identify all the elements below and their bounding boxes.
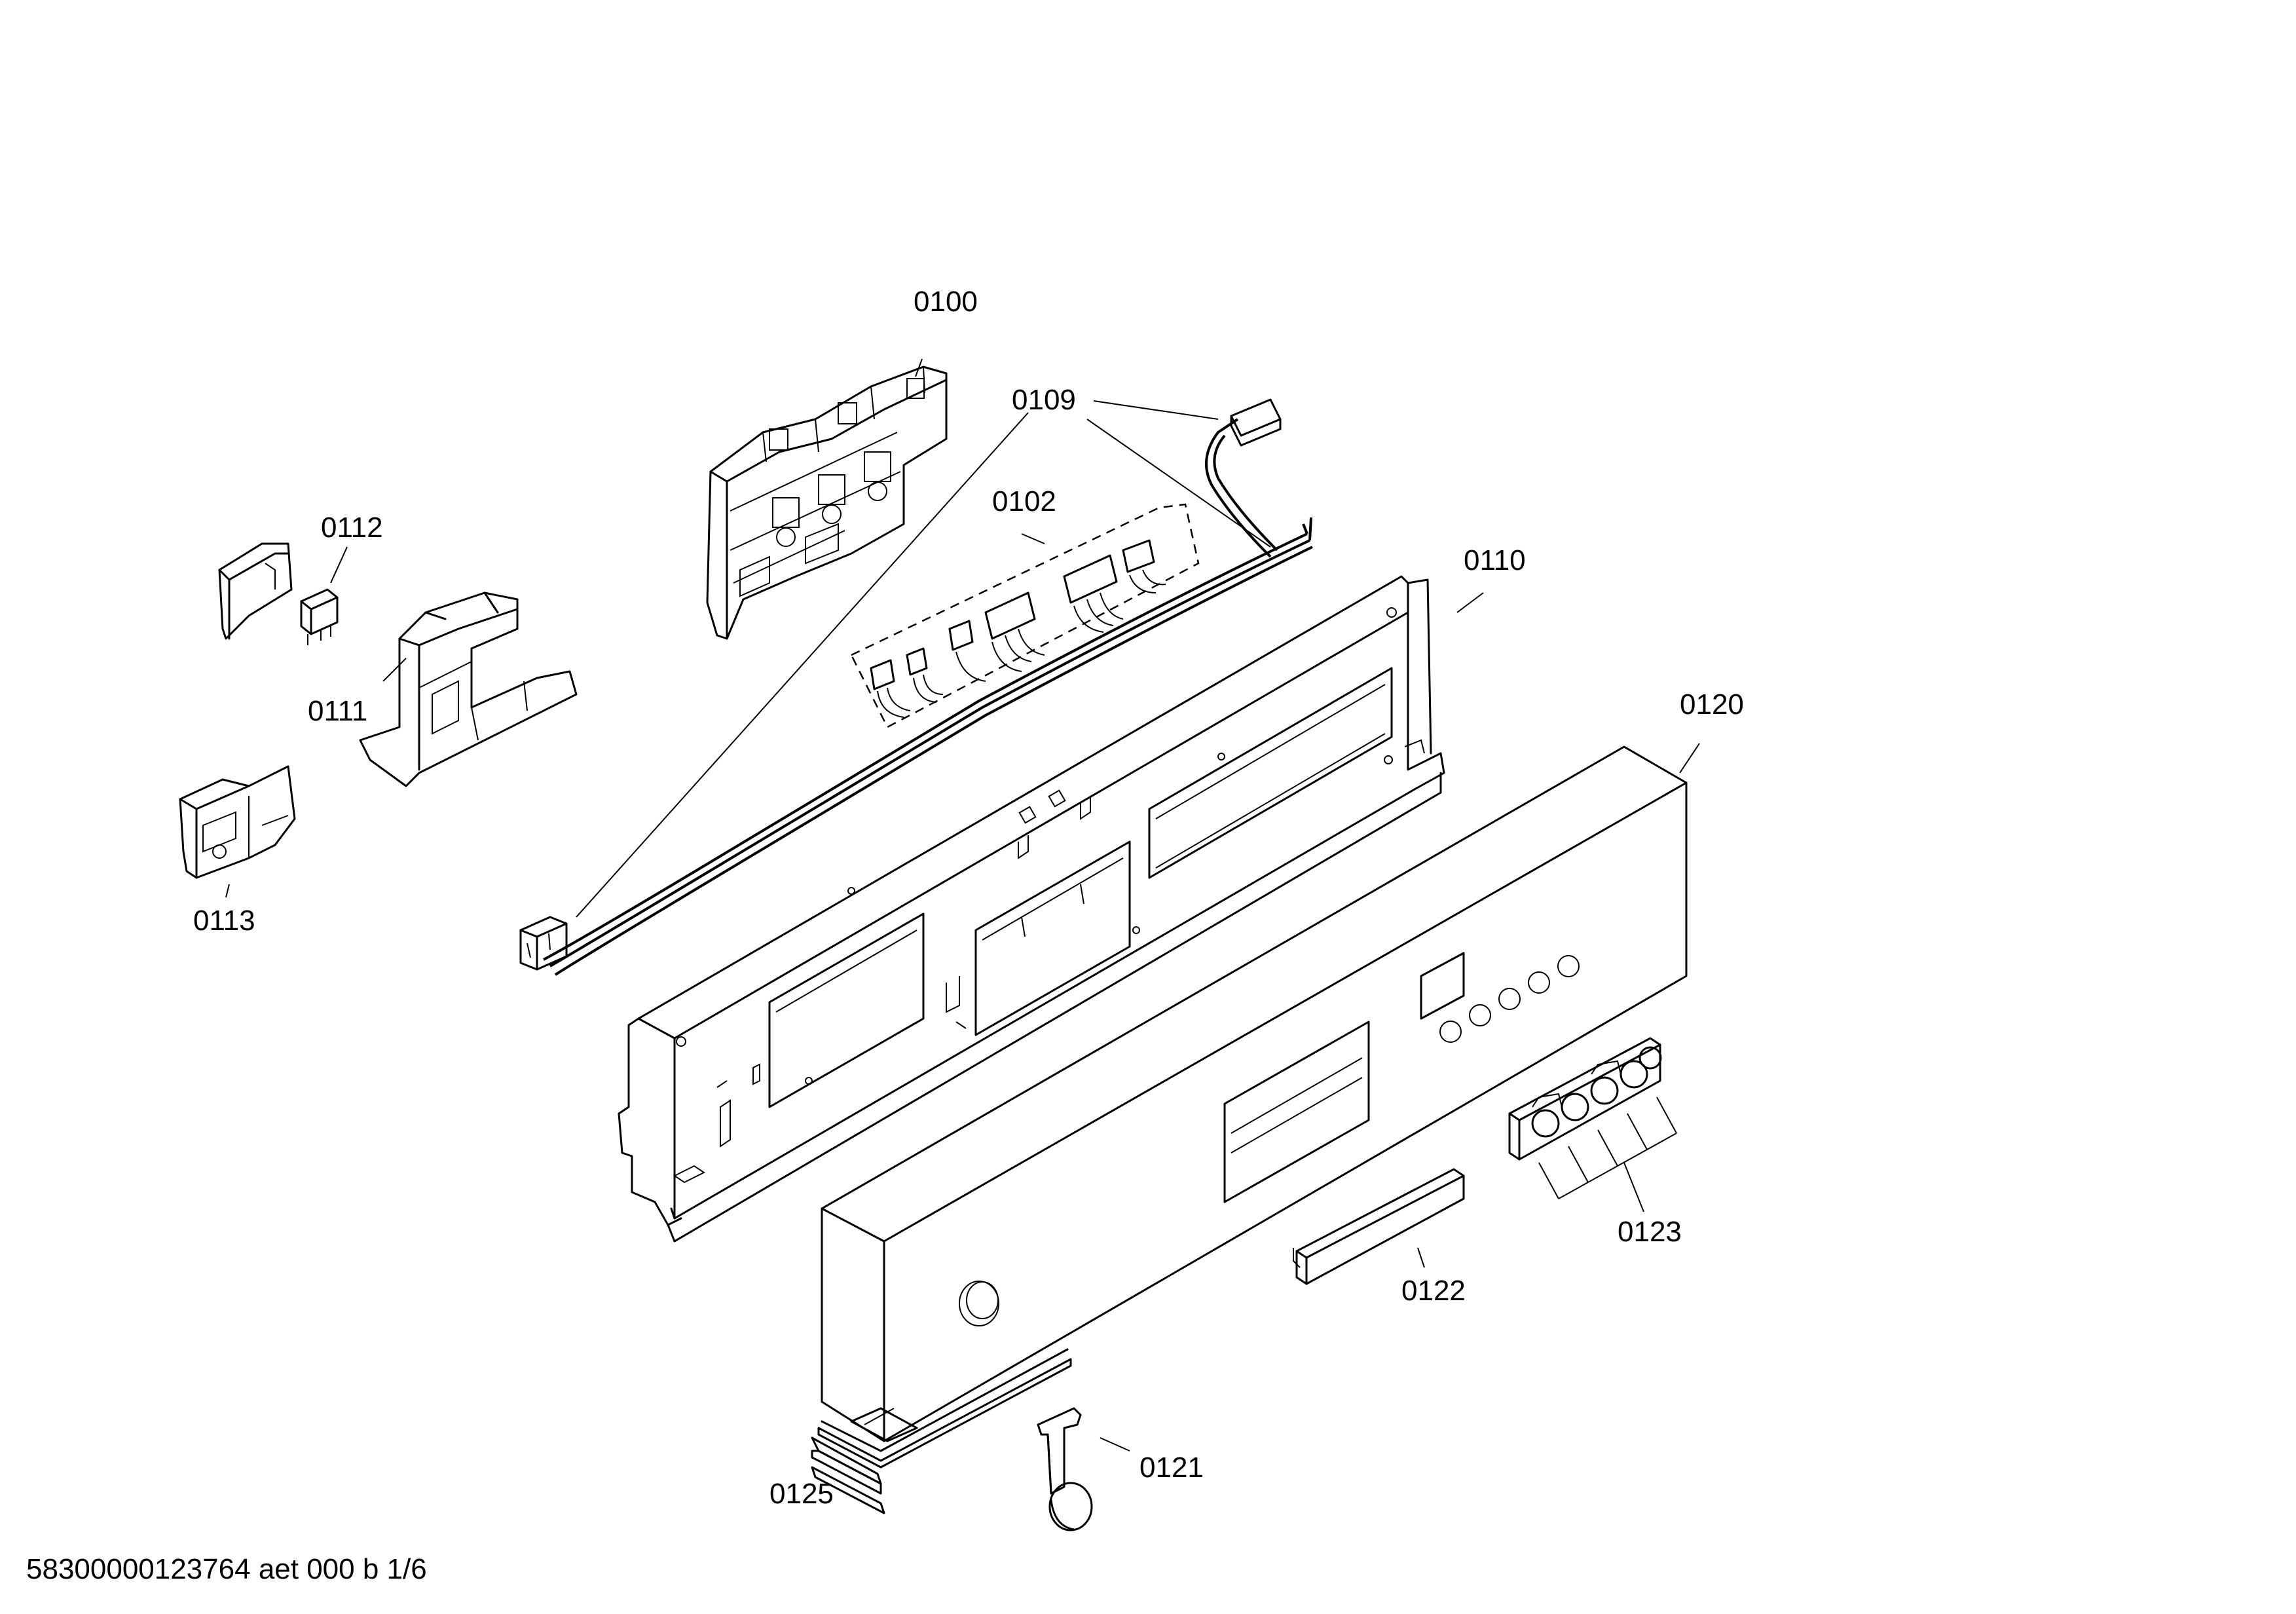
part-0110-inner-frame — [618, 575, 1484, 1243]
callout-0102: 0102 — [992, 485, 1056, 517]
part-0121-knob — [1037, 1407, 1130, 1531]
part-0102-connector-set — [850, 503, 1200, 728]
part-0120-front-panel — [821, 743, 1700, 1442]
part-0123-button-set — [1508, 1037, 1677, 1212]
footer-document-id: 58300000123764 aet 000 b 1/6 — [26, 1553, 427, 1585]
callout-0125: 0125 — [769, 1478, 834, 1510]
callout-labels: 0100 0109 0102 0112 0111 0113 0110 0120 … — [193, 286, 1744, 1510]
part-0111-bracket — [359, 591, 578, 787]
callout-0100: 0100 — [914, 286, 978, 318]
part-0112-relay — [218, 542, 348, 645]
part-0109-wiring-harness — [519, 398, 1313, 976]
callout-0123: 0123 — [1618, 1216, 1682, 1248]
part-0100-control-module — [706, 358, 948, 640]
part-0113-switch-module — [179, 765, 296, 898]
callout-0113: 0113 — [193, 905, 255, 937]
callout-0120: 0120 — [1680, 688, 1744, 721]
callout-0110: 0110 — [1464, 544, 1526, 576]
part-0125-seal-strips — [811, 1348, 1072, 1514]
part-0122-cover-strip — [1293, 1168, 1465, 1285]
callout-0121: 0121 — [1139, 1452, 1204, 1484]
callout-0122: 0122 — [1401, 1275, 1466, 1307]
callout-0109: 0109 — [1012, 384, 1076, 416]
callout-0111: 0111 — [308, 695, 367, 727]
callout-0112: 0112 — [321, 512, 383, 544]
